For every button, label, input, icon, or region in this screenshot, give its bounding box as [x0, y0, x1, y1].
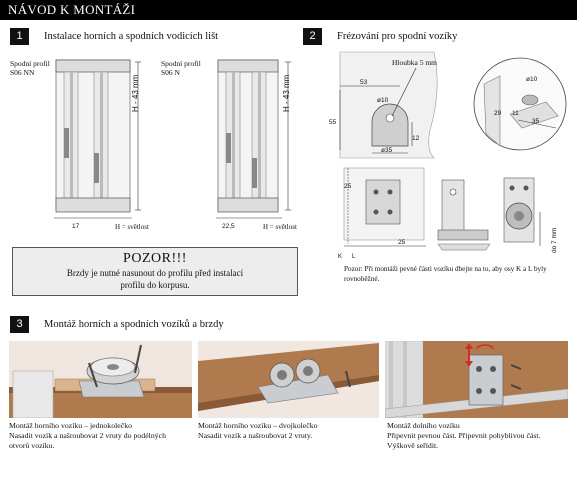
caption-double-wheel: Montáž horního vozíku – dvojkolečko Nasa… — [198, 421, 373, 441]
right-profile-label-line1: Spodní profil — [161, 59, 201, 68]
caption-bottom-carrier-text: Připevnit pevnou část. Připevnit pohybli… — [387, 431, 541, 450]
caption-bottom-carrier: Montáž dolního vozíku Připevnit pevnou č… — [387, 421, 562, 451]
dim-35b: 35 — [532, 118, 540, 125]
page-header: NÁVOD K MONTÁŽI — [0, 0, 577, 20]
warning-line2: profilu do korpusu. — [120, 280, 190, 290]
section-3-title: Montáž horních a spodních vozíků a brzdy — [44, 319, 224, 330]
label-k: K — [338, 254, 343, 260]
warning-line1: Brzdy je nutné nasunout do profilu před … — [66, 268, 244, 278]
right-gap-label: 22,5 — [222, 223, 235, 230]
depth-label: Hloubka 5 mm — [392, 58, 437, 67]
section-2-number: 2 — [303, 28, 322, 45]
kl-axis-drawing — [343, 167, 426, 247]
dim-25a: 25 — [344, 183, 352, 190]
photo-bottom-carrier — [385, 341, 568, 418]
warning-title: POZOR!!! — [123, 251, 187, 266]
warning-box: POZOR!!! Brzdy je nutné nasunout do prof… — [12, 247, 298, 296]
left-height-label: H - 43 mm — [131, 74, 140, 112]
detail-circle-drawing — [473, 57, 567, 151]
roller-drawing-2 — [503, 177, 541, 246]
right-profile-drawing — [216, 59, 291, 219]
dim-10: ø10 — [377, 97, 389, 104]
dim-11: 11 — [512, 110, 519, 117]
label-7mm: do 7 mm — [551, 227, 558, 253]
section-2-title: Frézování pro spodní vozíky — [337, 31, 458, 42]
dim-12: 12 — [412, 135, 420, 142]
dim-29: 29 — [494, 110, 502, 117]
page-title: NÁVOD K MONTÁŽI — [8, 2, 136, 17]
left-profile-drawing — [54, 59, 141, 219]
caption-double-wheel-title: Montáž horního vozíku – dvojkolečko — [198, 421, 318, 430]
left-gap-label: 17 — [72, 223, 80, 230]
section-1-number: 1 — [10, 28, 29, 45]
caption-double-wheel-text: Nasadit vozík a našroubovat 2 vruty. — [198, 431, 313, 440]
right-profile-label-line2: S06 N — [161, 68, 180, 77]
roller-drawing-1 — [437, 179, 491, 251]
photo-single-wheel-carrier — [9, 341, 192, 418]
section-3-number: 3 — [10, 316, 29, 333]
right-clearance-label: H = světlost — [263, 223, 297, 231]
left-profile-label-line2: S06 NN — [10, 68, 35, 77]
caption-single-wheel-text: Nasadit vozík a našroubovat 2 vruty do p… — [9, 431, 166, 450]
left-clearance-label: H = světlost — [115, 223, 149, 231]
section-1-title: Instalace horních a spodních vodicích li… — [44, 31, 219, 42]
dim-53: 53 — [360, 79, 368, 86]
photo-double-wheel-carrier — [198, 341, 379, 418]
dim-10b: ø10 — [526, 76, 538, 83]
caption-bottom-carrier-title: Montáž dolního vozíku — [387, 421, 460, 430]
right-height-label: H - 43 mm — [282, 74, 291, 112]
dim-25b: 25 — [398, 239, 406, 246]
label-l: L — [352, 254, 356, 260]
caption-single-wheel-title: Montáž horního vozíku – jednokolečko — [9, 421, 132, 430]
milling-note: Pozor: Při montáži pevné části vozíku db… — [344, 265, 547, 283]
left-profile-label: Spodní profil S06 NN — [10, 59, 50, 77]
caption-single-wheel: Montáž horního vozíku – jednokolečko Nas… — [9, 421, 184, 451]
milling-drawing — [339, 51, 438, 159]
dim-35: ø35 — [381, 147, 393, 154]
left-profile-label-line1: Spodní profil — [10, 59, 50, 68]
dim-55: 55 — [329, 119, 337, 126]
right-profile-label: Spodní profil S06 N — [161, 59, 201, 77]
